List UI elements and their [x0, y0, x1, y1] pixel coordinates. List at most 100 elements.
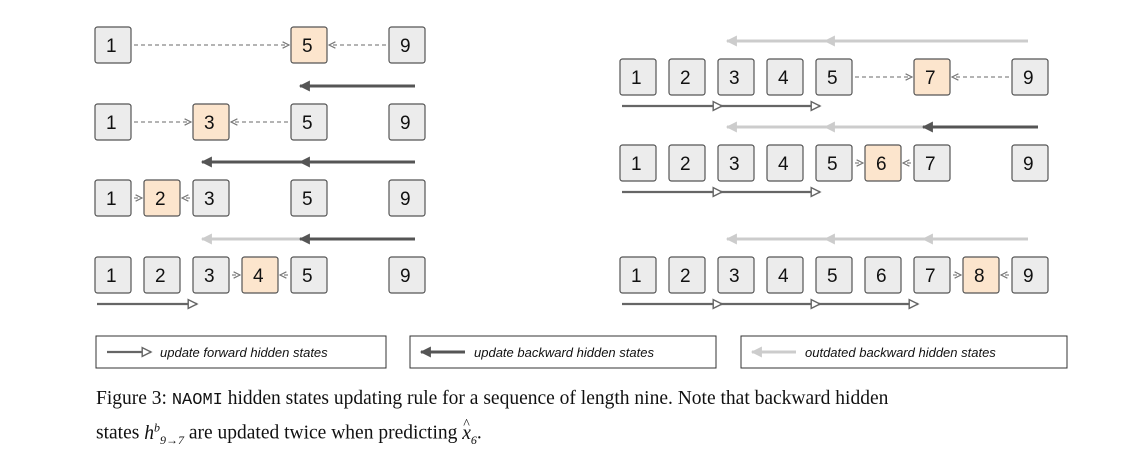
node-label: 6	[876, 154, 887, 175]
node: 9	[1011, 58, 1049, 96]
panel-1-step-1: 1 5 9	[94, 26, 426, 64]
legend-item-backward: update backward hidden states	[409, 335, 717, 369]
node-label: 4	[253, 266, 264, 287]
panel-1-step-2: 1 3 5 9	[94, 80, 426, 141]
node-label: 2	[155, 266, 166, 287]
node: 9	[1011, 256, 1049, 294]
caption-end: .	[476, 422, 482, 444]
predicted-node: 8	[962, 256, 1000, 294]
legend-label: update forward hidden states	[160, 345, 328, 360]
node: 3	[717, 256, 755, 294]
panel-2-step-2: 1 2 3 4 5 6 7 9	[619, 121, 1049, 192]
node-label: 2	[680, 154, 691, 175]
node-label: 6	[876, 266, 887, 287]
node: 5	[290, 179, 328, 217]
node-label: 3	[729, 68, 740, 89]
predicted-node: 3	[192, 103, 230, 141]
node-label: 3	[204, 113, 215, 134]
legend-label: outdated backward hidden states	[805, 345, 996, 360]
node-label: 1	[631, 68, 642, 89]
node: 2	[668, 58, 706, 96]
node-label: 3	[204, 189, 215, 210]
node-label: 4	[778, 68, 789, 89]
caption-math-x: x6	[462, 412, 477, 447]
caption-text-1: hidden states updating rule for a sequen…	[227, 388, 889, 409]
caption-text-3: are updated twice when predicting	[188, 422, 458, 444]
node: 5	[815, 256, 853, 294]
node-label: 2	[155, 189, 166, 210]
node: 4	[766, 144, 804, 182]
node-label: 1	[631, 154, 642, 175]
node-label: 5	[302, 266, 313, 287]
node: 9	[388, 256, 426, 294]
predicted-node: 2	[143, 179, 181, 217]
node-label: 2	[680, 68, 691, 89]
legend-label: update backward hidden states	[474, 345, 654, 360]
node: 7	[913, 256, 951, 294]
node: 9	[388, 26, 426, 64]
node: 6	[864, 256, 902, 294]
node: 9	[1011, 144, 1049, 182]
node: 4	[766, 256, 804, 294]
node: 1	[619, 256, 657, 294]
node-label: 5	[302, 36, 313, 57]
node-label: 1	[106, 189, 117, 210]
node: 9	[388, 103, 426, 141]
node-label: 7	[925, 154, 936, 175]
node-label: 1	[106, 266, 117, 287]
node: 1	[94, 103, 132, 141]
node-label: 3	[729, 266, 740, 287]
caption-math-h: hb9→7	[144, 420, 184, 447]
node-label: 5	[827, 68, 838, 89]
node: 5	[815, 58, 853, 96]
node: 3	[717, 144, 755, 182]
legend-item-outdated: outdated backward hidden states	[740, 335, 1068, 369]
node-label: 5	[302, 113, 313, 134]
node-label: 5	[827, 154, 838, 175]
panel-2: 1 2 3 4 5 7 9 1 2 3 4 5 6 7 9 1 2 3 4 5 6 7 8 9	[619, 35, 1049, 304]
node-label: 2	[680, 266, 691, 287]
node: 3	[192, 256, 230, 294]
node-label: 3	[204, 266, 215, 287]
caption-model-name: NAOMI	[171, 391, 223, 410]
panel-1-step-4: 1 2 3 4 5 9	[94, 233, 426, 304]
predicted-node: 5	[290, 26, 328, 64]
node: 5	[290, 103, 328, 141]
node: 2	[668, 144, 706, 182]
node-label: 7	[925, 266, 936, 287]
legend-item-forward: update forward hidden states	[95, 335, 387, 369]
node: 1	[619, 58, 657, 96]
node-label: 9	[1023, 266, 1034, 287]
predicted-node: 7	[913, 58, 951, 96]
node: 1	[94, 179, 132, 217]
panel-2-step-1: 1 2 3 4 5 7 9	[619, 35, 1049, 106]
caption-label: Figure 3:	[96, 388, 167, 409]
node-label: 1	[631, 266, 642, 287]
panel-1-step-3: 1 2 3 5 9	[94, 156, 426, 217]
legend: update forward hidden states update backw…	[95, 335, 1068, 369]
node-label: 8	[974, 266, 985, 287]
node: 1	[619, 144, 657, 182]
node: 2	[668, 256, 706, 294]
node-label: 9	[400, 266, 411, 287]
panel-2-step-3: 1 2 3 4 5 6 7 8 9	[619, 233, 1049, 304]
node-label: 9	[400, 189, 411, 210]
node-label: 4	[778, 266, 789, 287]
node: 1	[94, 26, 132, 64]
node: 4	[766, 58, 804, 96]
node: 9	[388, 179, 426, 217]
node-label: 9	[400, 113, 411, 134]
figure-caption: Figure 3: NAOMI hidden states updating r…	[96, 386, 1136, 452]
node: 2	[143, 256, 181, 294]
node-label: 5	[302, 189, 313, 210]
node-label: 9	[400, 36, 411, 57]
node-label: 4	[778, 154, 789, 175]
node-label: 1	[106, 113, 117, 134]
caption-text-2: states	[96, 422, 140, 444]
node: 3	[192, 179, 230, 217]
node-label: 5	[827, 266, 838, 287]
node: 3	[717, 58, 755, 96]
